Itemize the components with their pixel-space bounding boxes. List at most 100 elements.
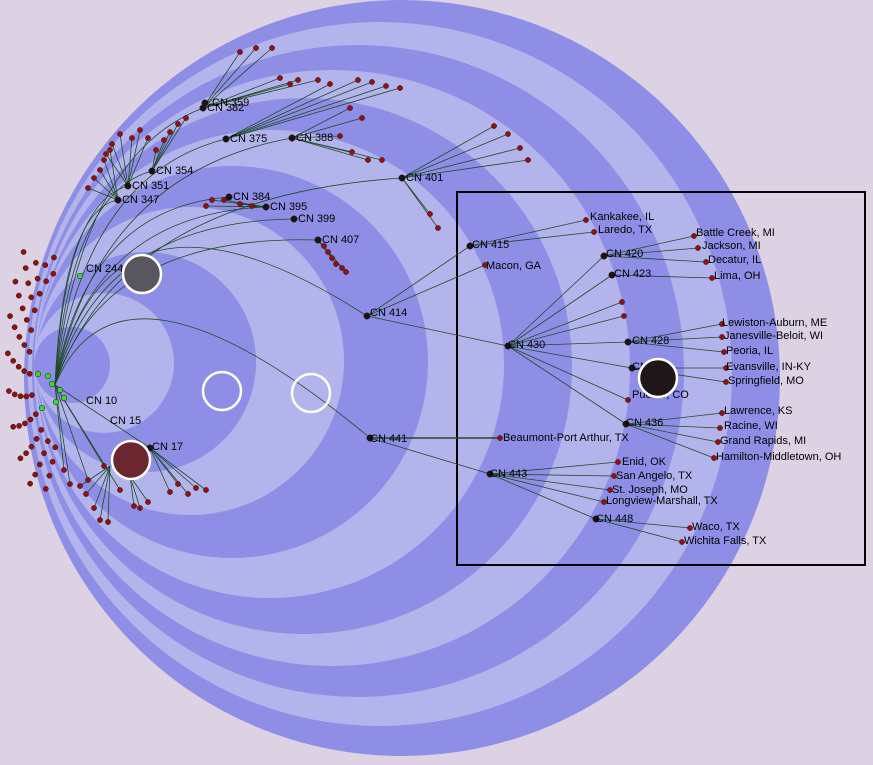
leaf-node[interactable] bbox=[397, 85, 403, 91]
leaf-node[interactable] bbox=[611, 473, 617, 479]
leaf-node[interactable] bbox=[11, 324, 18, 331]
leaf-node[interactable] bbox=[91, 505, 97, 511]
leaf-node[interactable] bbox=[33, 259, 39, 266]
leaf-node[interactable] bbox=[16, 423, 22, 429]
leaf-node[interactable] bbox=[49, 458, 56, 465]
leaf-node[interactable] bbox=[601, 499, 607, 505]
leaf-node[interactable] bbox=[97, 517, 103, 523]
leaf-node[interactable] bbox=[20, 249, 27, 255]
focus-box[interactable] bbox=[456, 191, 866, 566]
leaf-node[interactable] bbox=[85, 185, 91, 191]
leaf-node[interactable] bbox=[10, 357, 17, 364]
leaf-node[interactable] bbox=[17, 393, 24, 400]
cluster-node[interactable] bbox=[624, 338, 632, 346]
highlighted-node[interactable] bbox=[34, 370, 42, 378]
leaf-node[interactable] bbox=[17, 455, 24, 462]
leaf-node[interactable] bbox=[719, 410, 725, 416]
leaf-node[interactable] bbox=[723, 365, 729, 371]
leaf-node[interactable] bbox=[23, 393, 30, 400]
highlighted-node[interactable] bbox=[76, 272, 84, 280]
leaf-node[interactable] bbox=[145, 499, 151, 505]
leaf-node[interactable] bbox=[10, 423, 17, 430]
leaf-node[interactable] bbox=[355, 77, 361, 83]
highlighted-node[interactable] bbox=[56, 386, 64, 394]
leaf-node[interactable] bbox=[505, 131, 511, 137]
leaf-node[interactable] bbox=[28, 294, 35, 301]
leaf-node[interactable] bbox=[253, 45, 259, 51]
leaf-node[interactable] bbox=[719, 321, 725, 327]
leaf-node[interactable] bbox=[101, 463, 107, 469]
cluster-node[interactable] bbox=[366, 434, 374, 442]
cluster-node[interactable] bbox=[486, 470, 494, 478]
leaf-node[interactable] bbox=[6, 388, 12, 394]
leaf-node[interactable] bbox=[435, 225, 441, 231]
leaf-node[interactable] bbox=[32, 411, 39, 418]
leaf-node[interactable] bbox=[15, 292, 22, 299]
leaf-node[interactable] bbox=[77, 483, 83, 489]
leaf-node[interactable] bbox=[145, 135, 151, 141]
leaf-node[interactable] bbox=[153, 147, 159, 153]
leaf-node[interactable] bbox=[525, 157, 531, 163]
leaf-node[interactable] bbox=[22, 265, 29, 271]
leaf-node[interactable] bbox=[107, 147, 113, 153]
leaf-node[interactable] bbox=[315, 77, 321, 83]
leaf-node[interactable] bbox=[7, 313, 13, 319]
leaf-node[interactable] bbox=[203, 487, 209, 493]
cluster-node[interactable] bbox=[398, 174, 406, 182]
leaf-node[interactable] bbox=[36, 290, 43, 297]
leaf-node[interactable] bbox=[691, 233, 697, 239]
cluster-node[interactable] bbox=[148, 167, 156, 175]
highlighted-node[interactable] bbox=[48, 380, 56, 388]
leaf-node[interactable] bbox=[42, 485, 49, 492]
leaf-node[interactable] bbox=[46, 472, 53, 479]
cluster-node[interactable] bbox=[222, 135, 230, 143]
leaf-node[interactable] bbox=[91, 175, 97, 181]
leaf-node[interactable] bbox=[67, 481, 73, 487]
highlighted-node[interactable] bbox=[38, 404, 46, 412]
leaf-node[interactable] bbox=[583, 217, 589, 223]
leaf-node[interactable] bbox=[621, 313, 627, 319]
leaf-node[interactable] bbox=[28, 443, 35, 450]
leaf-node[interactable] bbox=[269, 45, 275, 51]
leaf-node[interactable] bbox=[167, 489, 173, 495]
leaf-node[interactable] bbox=[295, 77, 301, 83]
leaf-node[interactable] bbox=[277, 75, 283, 81]
leaf-node[interactable] bbox=[51, 254, 57, 261]
leaf-node[interactable] bbox=[103, 151, 109, 157]
leaf-node[interactable] bbox=[52, 444, 59, 451]
leaf-node[interactable] bbox=[719, 334, 725, 340]
leaf-node[interactable] bbox=[32, 471, 39, 478]
leaf-node[interactable] bbox=[36, 461, 43, 468]
leaf-node[interactable] bbox=[327, 81, 333, 87]
leaf-node[interactable] bbox=[721, 349, 727, 355]
leaf-node[interactable] bbox=[209, 197, 215, 203]
leaf-node[interactable] bbox=[83, 491, 89, 497]
leaf-node[interactable] bbox=[203, 203, 209, 209]
cluster-node[interactable] bbox=[290, 215, 298, 223]
leaf-node[interactable] bbox=[109, 141, 115, 147]
leaf-node[interactable] bbox=[427, 211, 433, 217]
leaf-node[interactable] bbox=[383, 83, 389, 89]
leaf-node[interactable] bbox=[321, 243, 327, 249]
leaf-node[interactable] bbox=[183, 115, 189, 121]
leaf-node[interactable] bbox=[723, 379, 729, 385]
highlighted-node[interactable] bbox=[44, 372, 52, 380]
maroon-handle[interactable] bbox=[110, 439, 152, 481]
leaf-node[interactable] bbox=[25, 280, 32, 287]
leaf-node[interactable] bbox=[117, 487, 123, 493]
leaf-node[interactable] bbox=[31, 307, 38, 314]
leaf-node[interactable] bbox=[19, 305, 26, 312]
leaf-node[interactable] bbox=[687, 525, 693, 531]
leaf-node[interactable] bbox=[679, 539, 685, 545]
leaf-node[interactable] bbox=[497, 435, 503, 441]
leaf-node[interactable] bbox=[38, 426, 45, 433]
leaf-node[interactable] bbox=[591, 229, 597, 235]
leaf-node[interactable] bbox=[137, 505, 143, 511]
leaf-node[interactable] bbox=[359, 115, 365, 121]
leaf-node[interactable] bbox=[26, 370, 33, 377]
leaf-node[interactable] bbox=[482, 262, 488, 268]
highlighted-node[interactable] bbox=[60, 394, 68, 402]
leaf-node[interactable] bbox=[517, 145, 523, 151]
cluster-node[interactable] bbox=[314, 236, 322, 244]
